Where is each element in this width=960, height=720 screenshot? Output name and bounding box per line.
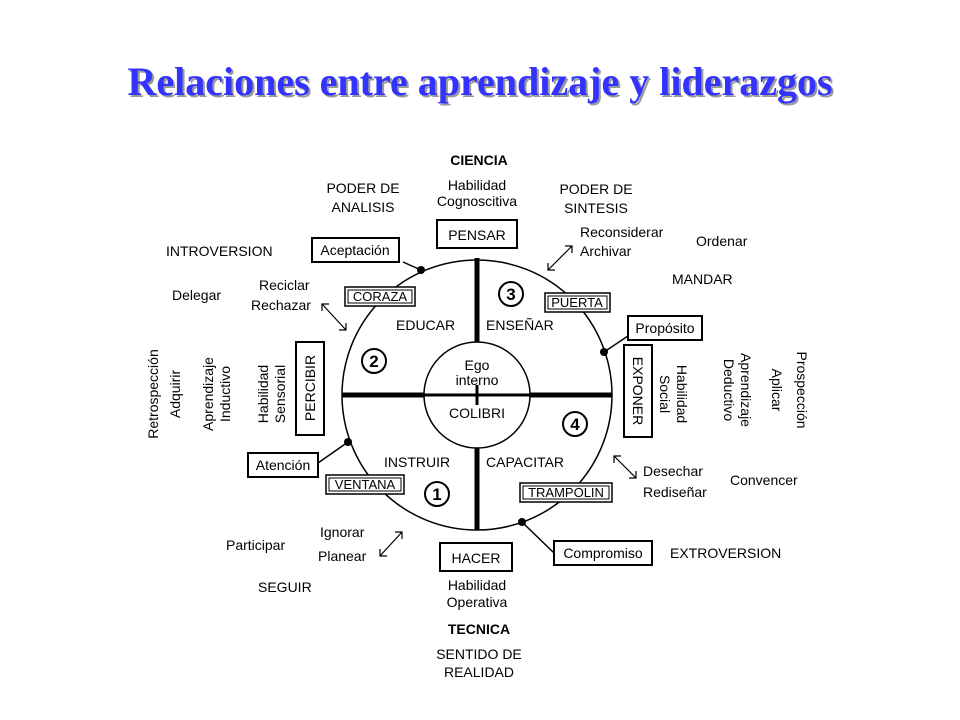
svg-text:Compromiso: Compromiso [563,545,643,561]
introversion-label: INTROVERSION [166,243,273,259]
prospeccion-label: Prospección [794,351,810,428]
svg-text:2: 2 [369,352,378,371]
gate-puerta: PUERTA [544,292,611,313]
ensenar-label: ENSEÑAR [486,317,554,333]
pensar-box: PENSAR [436,219,518,249]
sensory-skill-label-2: Sensorial [272,365,288,423]
svg-text:Atención: Atención [256,457,310,473]
social-skill-label-2: Social [657,375,673,413]
tecnica-label: TECNICA [448,621,510,637]
poder-sintesis-label-1: PODER DE [559,181,632,197]
svg-text:PUERTA: PUERTA [551,295,603,310]
adquirir-label: Adquirir [167,370,183,419]
participar-label: Participar [226,537,285,553]
ignorar-label: Ignorar [320,524,365,540]
svg-text:Propósito: Propósito [635,320,694,336]
svg-text:3: 3 [506,285,515,304]
compromiso-box: Compromiso [553,540,653,566]
operative-skill-label-1: Habilidad [448,577,506,593]
archivar-label: Archivar [580,243,632,259]
aprendizaje-inductivo-label-2: Inductivo [217,366,233,422]
quadrant-number-1: 1 [424,481,450,507]
compromiso-dot [518,518,526,526]
aprendizaje-deductivo-label-1: Aprendizaje [738,353,754,427]
desechar-arrow-icon [613,455,637,479]
planear-label: Planear [318,548,367,564]
proposito-connector [603,335,629,353]
poder-analisis-label-1: PODER DE [326,180,399,196]
svg-text:CORAZA: CORAZA [353,289,408,304]
poder-sintesis-label-2: SINTESIS [564,200,628,216]
sensory-skill-label-1: Habilidad [255,365,271,423]
center-ego-label: Ego [465,357,490,373]
center-colibri-label: COLIBRI [449,405,505,421]
operative-skill-label-2: Operativa [447,594,508,610]
svg-text:EXPONER: EXPONER [630,357,646,425]
social-skill-label-1: Habilidad [674,365,690,423]
cognitive-skill-label-2: Cognoscitiva [437,193,517,209]
atencion-box: Atención [247,452,319,478]
poder-analisis-label-2: ANALISIS [331,199,394,215]
aceptacion-dot [417,266,425,274]
percibir-box: PERCIBIR [295,341,325,436]
redisenar-label: Rediseñar [643,484,707,500]
aplicar-label: Aplicar [769,369,785,412]
sentido-realidad-label-1: SENTIDO DE [436,646,522,662]
gate-ventana: VENTANA [325,474,405,495]
compromiso-connector [521,521,555,554]
mandar-label: MANDAR [672,271,733,287]
reciclar-label: Reciclar [259,277,310,293]
svg-text:Aceptación: Aceptación [320,242,389,258]
quadrant-number-4: 4 [562,411,588,437]
atencion-dot [344,438,352,446]
seguir-label: SEGUIR [258,579,312,595]
svg-text:HACER: HACER [451,550,500,566]
quadrant-number-2: 2 [361,348,387,374]
quadrant-number-3: 3 [498,281,524,307]
page-title: Relaciones entre aprendizaje y liderazgo… [127,59,833,104]
ignorar-arrow-icon [379,531,403,557]
svg-text:PENSAR: PENSAR [448,227,506,243]
aprendizaje-deductivo-label-2: Deductivo [721,359,737,421]
convencer-label: Convencer [730,472,798,488]
svg-text:1: 1 [432,485,441,504]
svg-text:4: 4 [570,415,580,434]
desechar-label: Desechar [643,463,703,479]
instruir-label: INSTRUIR [384,454,450,470]
reciclar-arrow-icon [321,303,347,331]
proposito-dot [600,348,608,356]
educar-label: EDUCAR [396,317,455,333]
cognitive-skill-label-1: Habilidad [448,177,506,193]
center-interno-label: interno [456,372,499,388]
retrospeccion-label: Retrospección [145,349,161,439]
ordenar-label: Ordenar [696,233,748,249]
delegar-label: Delegar [172,287,221,303]
ciencia-label: CIENCIA [450,152,508,168]
aprendizaje-inductivo-label-1: Aprendizaje [200,357,216,431]
reconsiderar-arrow-icon [547,245,573,271]
reconsiderar-label: Reconsiderar [580,224,664,240]
rechazar-label: Rechazar [251,297,311,313]
extroversion-label: EXTROVERSION [670,545,781,561]
aceptacion-box: Aceptación [311,237,400,263]
proposito-box: Propósito [627,315,703,341]
atencion-connector [317,441,349,464]
gate-trampolin: TRAMPOLIN [519,482,613,503]
hacer-box: HACER [439,542,513,572]
exponer-box: EXPONER [623,344,653,438]
svg-text:VENTANA: VENTANA [335,477,396,492]
capacitar-label: CAPACITAR [486,454,564,470]
sentido-realidad-label-2: REALIDAD [444,664,514,680]
svg-text:TRAMPOLIN: TRAMPOLIN [528,485,604,500]
gate-coraza: CORAZA [344,286,416,307]
svg-text:PERCIBIR: PERCIBIR [302,355,318,421]
